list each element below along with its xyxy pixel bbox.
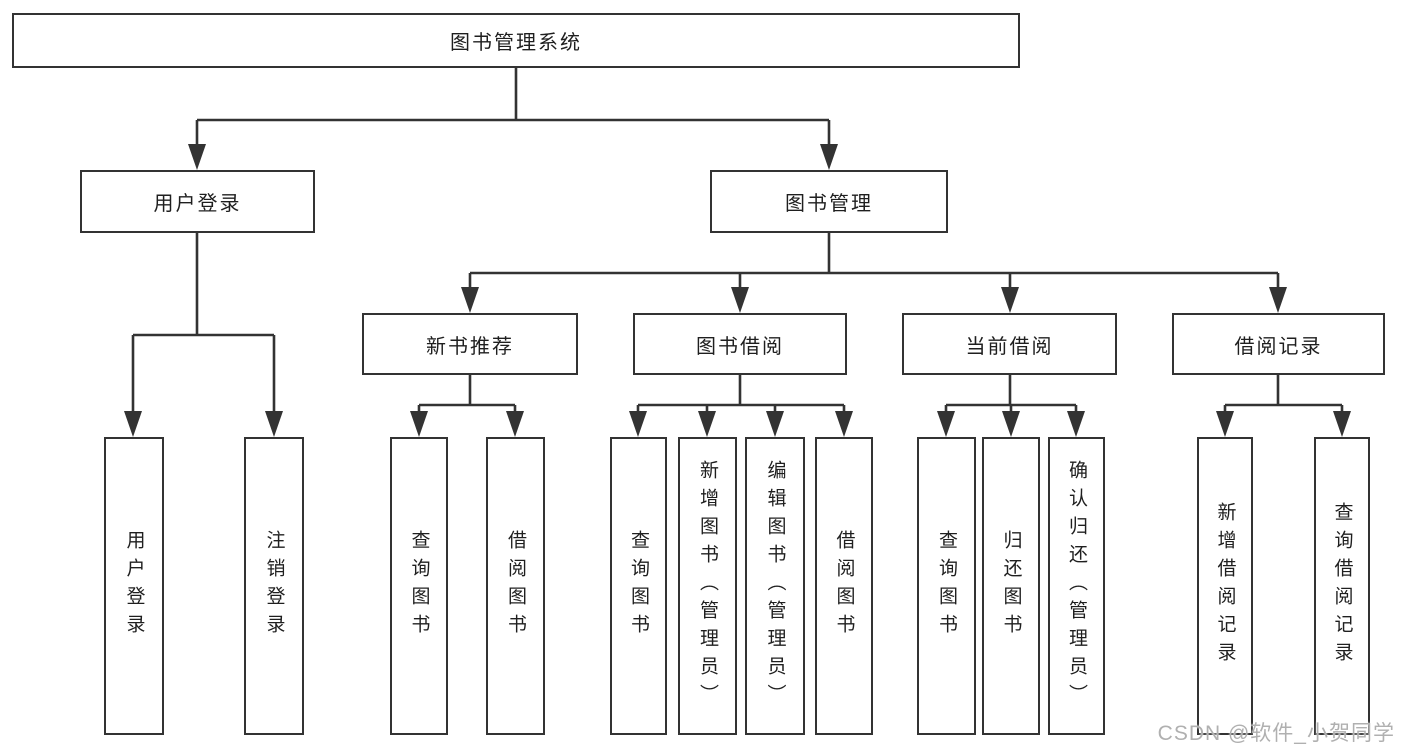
node-user-login: 用户登录: [80, 170, 315, 233]
leaf-return-books: 归还图书: [982, 437, 1040, 735]
node-borrow-records: 借阅记录: [1172, 313, 1385, 375]
leaf-query-books-recommend: 查询图书: [390, 437, 448, 735]
node-label: 用户登录: [153, 193, 242, 215]
leaf-label: 借阅图书: [833, 530, 855, 642]
leaf-label: 注销登录: [263, 530, 285, 642]
leaf-label: 新增图书（管理员）: [697, 460, 718, 712]
leaf-borrow-books-recommend: 借阅图书: [486, 437, 545, 735]
leaf-add-borrow-record: 新增借阅记录: [1197, 437, 1253, 735]
node-new-book-recommend: 新书推荐: [362, 313, 578, 375]
node-current-borrow: 当前借阅: [902, 313, 1117, 375]
leaf-label: 借阅图书: [505, 530, 526, 642]
leaf-query-books-current: 查询图书: [917, 437, 976, 735]
leaf-query-books-borrow: 查询图书: [610, 437, 667, 735]
leaf-edit-books-admin: 编辑图书（管理员）: [745, 437, 805, 735]
csdn-watermark: CSDN @软件_小贺同学: [1157, 722, 1395, 745]
node-label: 图书管理系统: [450, 32, 582, 54]
leaf-label: 查询图书: [628, 530, 649, 642]
leaf-label: 编辑图书（管理员）: [764, 460, 786, 712]
leaf-add-books-admin: 新增图书（管理员）: [678, 437, 737, 735]
node-book-management: 图书管理: [710, 170, 948, 233]
leaf-label: 新增借阅记录: [1214, 502, 1236, 670]
leaf-borrow-books: 借阅图书: [815, 437, 873, 735]
node-label: 新书推荐: [426, 335, 514, 358]
leaf-query-borrow-record: 查询借阅记录: [1314, 437, 1370, 735]
node-label: 当前借阅: [965, 335, 1054, 358]
leaf-label: 用户登录: [123, 530, 145, 642]
node-label: 图书管理: [785, 193, 873, 215]
leaf-logout: 注销登录: [244, 437, 304, 735]
leaf-label: 查询图书: [408, 530, 430, 642]
leaf-label: 确认归还（管理员）: [1066, 460, 1087, 712]
leaf-label: 查询图书: [936, 530, 957, 642]
leaf-label: 归还图书: [1000, 530, 1022, 642]
node-library-management-system: 图书管理系统: [12, 13, 1020, 68]
node-label: 图书借阅: [696, 335, 784, 358]
leaf-label: 查询借阅记录: [1331, 502, 1353, 670]
node-book-borrow: 图书借阅: [633, 313, 847, 375]
node-label: 借阅记录: [1234, 335, 1323, 358]
leaf-user-login: 用户登录: [104, 437, 164, 735]
leaf-confirm-return-admin: 确认归还（管理员）: [1048, 437, 1105, 735]
